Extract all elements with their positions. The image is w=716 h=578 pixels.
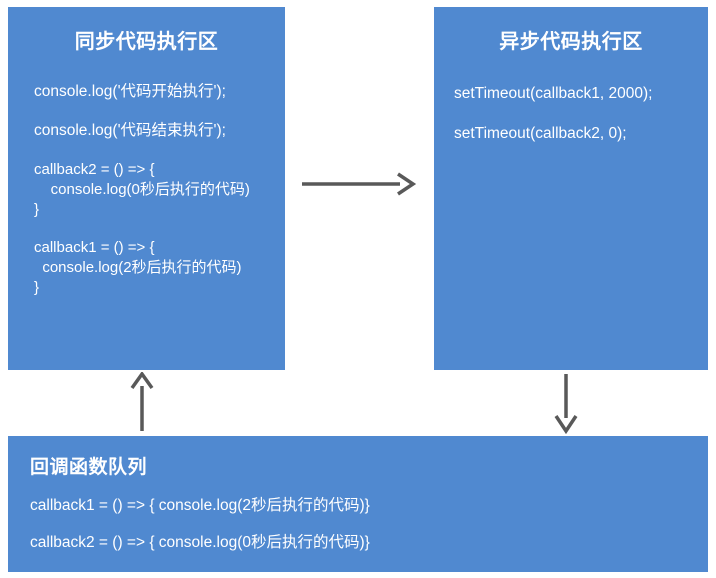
sync-statement: console.log('代码开始执行'); (34, 83, 226, 100)
async-statement: setTimeout(callback1, 2000); (454, 85, 653, 102)
queue-code-block: callback1 = () => { console.log(2秒后执行的代码… (30, 496, 708, 553)
function-line: } (34, 279, 40, 296)
async-panel-title: 异步代码执行区 (499, 31, 643, 53)
sync-statement: console.log('代码结束执行'); (34, 122, 226, 139)
function-line: console.log(0秒后执行的代码) (34, 181, 250, 198)
async-statement: setTimeout(callback2, 0); (454, 125, 627, 142)
arrow-down-icon (554, 374, 578, 434)
function-line: callback1 = () => { (34, 239, 155, 256)
callback-queue-panel: 回调函数队列 callback1 = () => { console.log(2… (8, 436, 708, 572)
async-code-block: setTimeout(callback1, 2000); setTimeout(… (454, 84, 708, 144)
queue-statement: callback2 = () => { console.log(0秒后执行的代码… (30, 534, 370, 551)
sync-function-callback2: callback2 = () => { console.log(0秒后执行的代码… (34, 160, 285, 220)
sync-code-block: console.log('代码开始执行'); console.log('代码结束… (34, 82, 285, 298)
sync-execution-panel: 同步代码执行区 console.log('代码开始执行'); console.l… (8, 7, 285, 370)
arrow-right-icon (302, 172, 417, 196)
async-execution-panel: 异步代码执行区 setTimeout(callback1, 2000); set… (434, 7, 708, 370)
arrow-up-icon (130, 372, 154, 431)
function-line: console.log(2秒后执行的代码) (34, 259, 242, 276)
sync-function-callback1: callback1 = () => { console.log(2秒后执行的代码… (34, 238, 285, 298)
queue-statement: callback1 = () => { console.log(2秒后执行的代码… (30, 497, 370, 514)
sync-panel-title: 同步代码执行区 (74, 31, 219, 53)
function-line: callback2 = () => { (34, 161, 155, 178)
function-line: } (34, 201, 40, 218)
queue-panel-title: 回调函数队列 (30, 457, 148, 478)
